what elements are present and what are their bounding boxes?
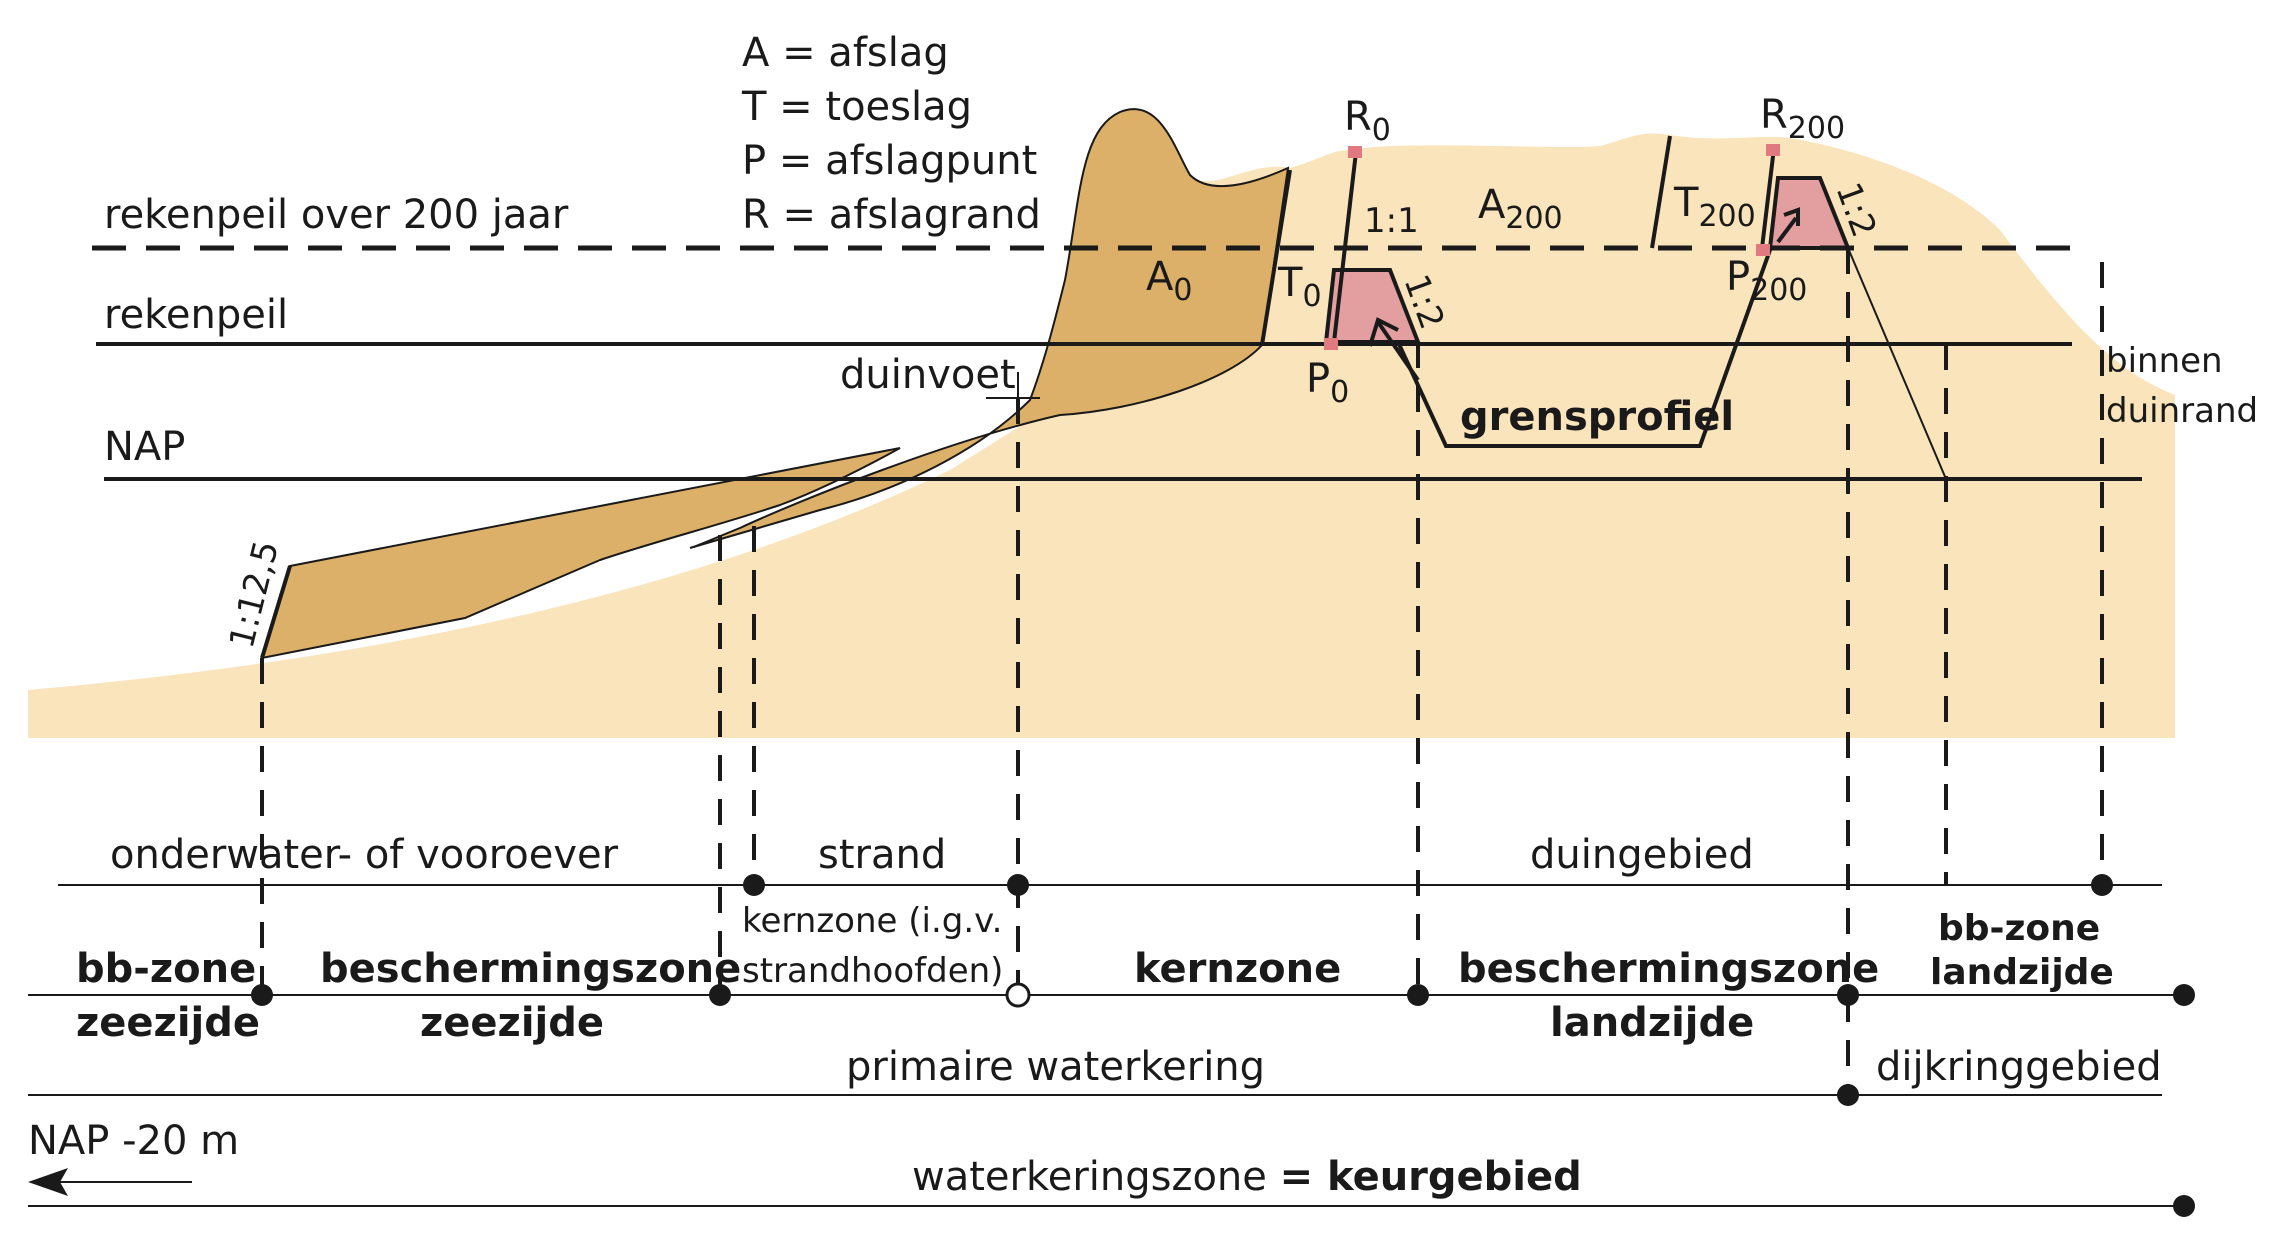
zone-kernzone-small-label-2: strandhoofden) <box>742 951 1003 991</box>
zone-bb-land-label-2: landzijde <box>1930 952 2114 993</box>
arrow-p0 <box>1376 320 1420 382</box>
p200-label: P200 <box>1726 254 1807 308</box>
t0-boundary-line <box>1260 169 1292 346</box>
dot-duinrand <box>2091 874 2113 896</box>
slope-1-1-label: 1:1 <box>1364 201 1419 241</box>
r200-label: R200 <box>1760 92 1845 146</box>
p0-marker <box>1324 338 1338 350</box>
binnen-duinrand-label-1: binnen <box>2106 341 2223 381</box>
zone-strand-label: strand <box>818 832 946 878</box>
legend-t: T = toeslag <box>741 84 972 130</box>
p200-marker <box>1756 244 1770 256</box>
zone-onderwater-label: onderwater- of vooroever <box>110 832 619 878</box>
slope-1-12-5-line <box>260 565 292 659</box>
dot-besch-zee <box>709 984 731 1006</box>
zone-bb-zee-label-2: zeezijde <box>76 1000 260 1046</box>
nap-label: NAP <box>104 424 185 470</box>
dot-strand-end <box>1007 874 1029 896</box>
dot-dijkring <box>1837 1084 1859 1106</box>
erosion-area-a0 <box>689 108 1290 549</box>
zone-besch-zee-label-2: zeezijde <box>420 1000 604 1046</box>
r200-line <box>1760 147 1776 249</box>
a0-label: A0 <box>1146 254 1192 308</box>
zone-primaire-label: primaire waterkering <box>846 1044 1265 1090</box>
grensprofiel-label: grensprofiel <box>1460 394 1734 440</box>
arrow-p200 <box>1776 216 1798 244</box>
t0-label: T0 <box>1277 260 1322 314</box>
r0-line <box>1332 151 1358 343</box>
p0-label: P0 <box>1306 356 1349 410</box>
r200-marker <box>1766 144 1780 156</box>
t200-boundary-line <box>1650 135 1672 249</box>
dot-kern-end <box>1407 984 1429 1006</box>
binnen-duinrand-label-2: duinrand <box>2106 391 2258 431</box>
rekenpeil-label: rekenpeil <box>104 292 288 338</box>
zone-bb-zee-label-1: bb-zone <box>76 946 256 992</box>
duinvoet-label: duinvoet <box>840 352 1016 398</box>
dot-bb-zee <box>251 984 273 1006</box>
zone-besch-zee-label-1: beschermingszone <box>320 946 741 992</box>
arrow-p200-head <box>1783 207 1800 226</box>
zone-besch-land-label-2: landzijde <box>1550 1000 1754 1046</box>
nap-20-label: NAP -20 m <box>28 1118 239 1164</box>
dot-kern-start-open <box>1005 982 1031 1008</box>
waterkeringszone-label: waterkeringszone = keurgebied <box>912 1154 1582 1200</box>
legend-r: R = afslagrand <box>742 192 1041 238</box>
zone-kernzone-small-label-1: kernzone (i.g.v. <box>742 901 1002 941</box>
nap-20-arrow-head <box>28 1168 68 1196</box>
r0-label: R0 <box>1344 94 1391 148</box>
t200-label: T200 <box>1673 180 1756 234</box>
legend-a: A = afslag <box>742 30 949 76</box>
slope-land-line <box>1847 247 1947 480</box>
rekenpeil-200-label: rekenpeil over 200 jaar <box>104 192 569 238</box>
sand-body <box>28 109 2175 738</box>
zone-besch-land-label-1: beschermingszone <box>1458 946 1879 992</box>
dot-strand-start <box>743 874 765 896</box>
r0-marker <box>1348 146 1362 158</box>
legend-p: P = afslagpunt <box>742 138 1037 184</box>
dot-besch-land <box>1837 984 1859 1006</box>
arrow-p0-head <box>1368 317 1399 347</box>
a200-label: A200 <box>1478 182 1563 236</box>
grensprofiel-outline <box>1396 249 1772 448</box>
zone-bb-land-label-1: bb-zone <box>1938 908 2100 949</box>
zone-duingebied-label: duingebied <box>1530 832 1754 878</box>
dot-bb-land <box>2173 984 2195 1006</box>
zone-dijkring-label: dijkringgebied <box>1876 1044 2162 1090</box>
zone-kernzone-label: kernzone <box>1134 946 1341 992</box>
erosion-area-nearshore <box>260 447 901 660</box>
dot-keur-end <box>2173 1195 2195 1217</box>
